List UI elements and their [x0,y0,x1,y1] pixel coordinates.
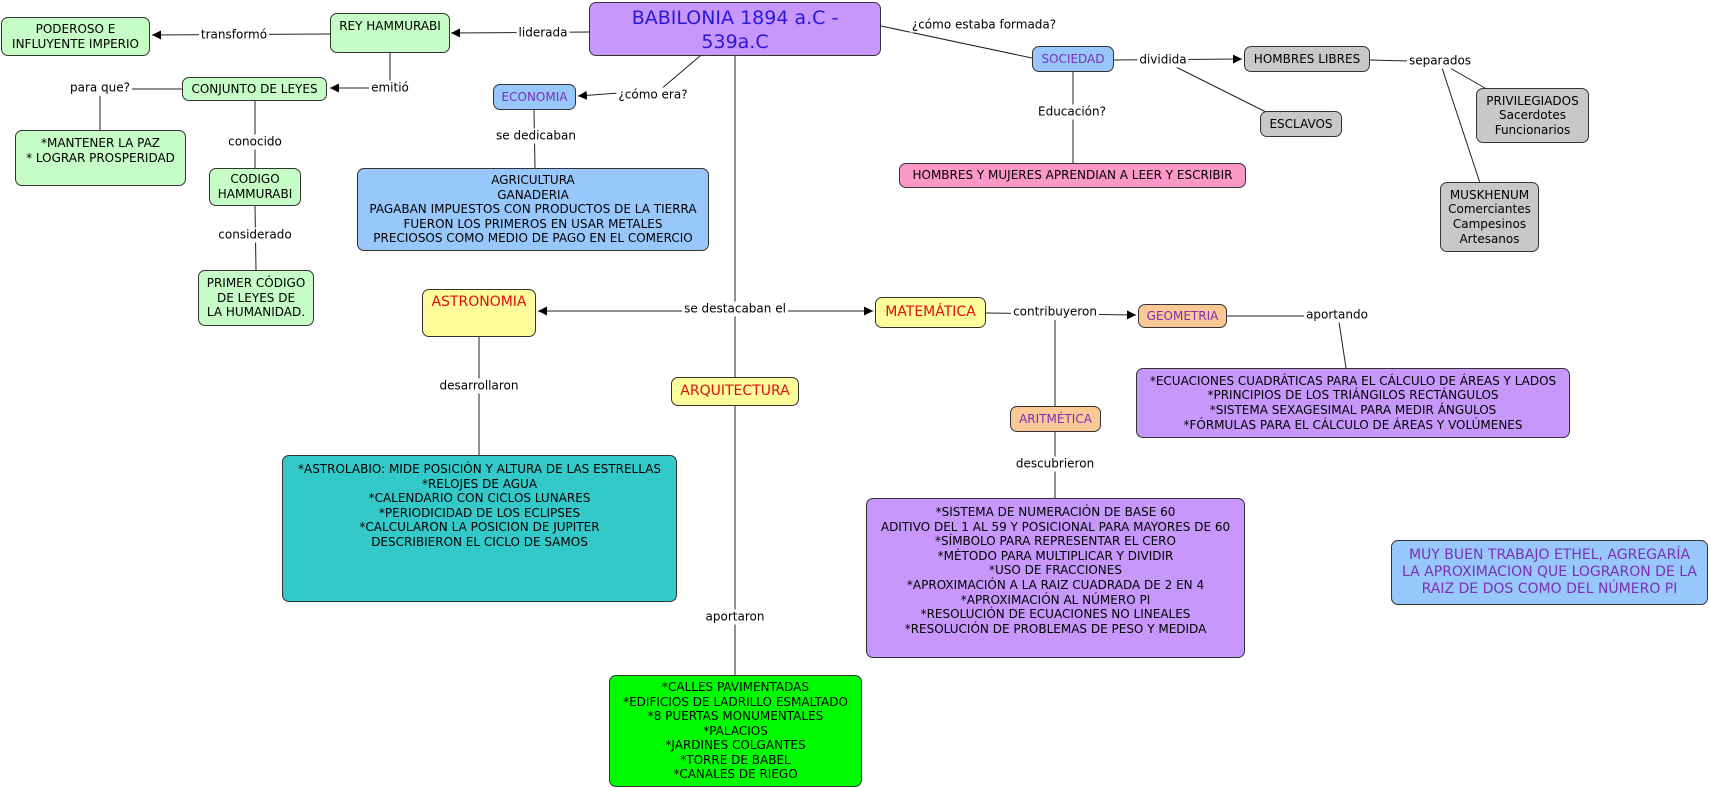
link-label-descubrieron: descubrieron [1013,456,1097,472]
teacher-comment-text: MUY BUEN TRABAJO ETHEL, AGREGARÍA LA APR… [1402,547,1697,597]
link-label-conocido: conocido [226,134,284,150]
link-label-como-formada: ¿cómo estaba formada? [909,17,1059,33]
arquitectura-node[interactable]: ARQUITECTURA [671,377,799,406]
root-title: BABILONIA 1894 a.C - 539a.C [631,7,839,53]
matematica-label: MATEMÁTICA [885,304,976,321]
astronomia-label: ASTRONOMIA [431,294,527,310]
economia-node[interactable]: ECONOMIA [493,84,576,110]
teacher-comment-node[interactable]: MUY BUEN TRABAJO ETHEL, AGREGARÍA LA APR… [1391,540,1708,605]
economia-label: ECONOMIA [501,89,568,104]
geometria-label: GEOMETRIA [1146,308,1219,323]
esclavos-node[interactable]: ESCLAVOS [1260,111,1342,137]
muskhenum-node[interactable]: MUSKHENUM Comerciantes Campesinos Artesa… [1440,182,1539,252]
conjunto-leyes-node[interactable]: CONJUNTO DE LEYES [182,77,327,101]
aritmetica-label: ARITMÉTICA [1019,411,1092,426]
link-label-dividida: dividida [1137,52,1189,68]
rey-hammurabi-node[interactable]: REY HAMMURABI [330,13,450,53]
mantener-paz-node[interactable]: *MANTENER LA PAZ * LOGRAR PROSPERIDAD [15,130,186,186]
astronomia-node[interactable]: ASTRONOMIA [422,289,536,337]
link-label-aportaron: aportaron [703,609,767,625]
link-label-desarrollaron: desarrollaron [437,378,521,394]
link-label-educacion: Educación? [1035,104,1109,120]
astronomia-list-node[interactable]: *ASTROLABIO: MIDE POSICIÓN Y ALTURA DE L… [282,455,677,602]
link-label-aportando: aportando [1304,307,1370,323]
geometria-list-node[interactable]: *ECUACIONES CUADRÁTICAS PARA EL CÁLCULO … [1136,368,1570,438]
geometria-node[interactable]: GEOMETRIA [1138,304,1227,328]
root-node[interactable]: BABILONIA 1894 a.C - 539a.C [589,2,881,56]
codigo-hammurabi-node[interactable]: CODIGO HAMMURABI [209,168,301,206]
link-label-como-era: ¿cómo era? [616,87,690,103]
link-label-se-dedicaban: se dedicaban [494,128,578,144]
link-label-para-que: para que? [67,80,133,96]
arquitectura-list-node[interactable]: *CALLES PAVIMENTADAS *EDIFICIOS DE LADRI… [609,675,862,787]
hombres-libres-node[interactable]: HOMBRES LIBRES [1244,46,1370,72]
educacion-node[interactable]: HOMBRES Y MUJERES APRENDIAN A LEER Y ESC… [899,163,1246,188]
primer-codigo-node[interactable]: PRIMER CÓDIGO DE LEYES DE LA HUMANIDAD. [198,270,314,326]
agricultura-node[interactable]: AGRICULTURA GANADERIA PAGABAN IMPUESTOS … [357,168,709,251]
link-label-transformo: transformó [198,27,270,43]
arquitectura-label: ARQUITECTURA [680,383,790,400]
link-label-considerado: considerado [216,227,294,243]
aritmetica-node[interactable]: ARITMÉTICA [1010,406,1101,432]
link-label-se-destacaban: se destacaban el [682,301,788,317]
link-label-separados: separados [1406,53,1474,69]
sociedad-node[interactable]: SOCIEDAD [1032,46,1114,72]
link-label-contribuyeron: contribuyeron [1011,304,1099,320]
matematica-node[interactable]: MATEMÁTICA [875,297,986,328]
link-label-emitio: emitió [369,80,411,96]
link-label-liderada: liderada [516,25,570,41]
sociedad-label: SOCIEDAD [1041,51,1105,66]
aritmetica-list-node[interactable]: *SISTEMA DE NUMERACIÓN DE BASE 60 ADITIV… [866,498,1245,658]
privilegiados-node[interactable]: PRIVILEGIADOS Sacerdotes Funcionarios [1476,88,1589,143]
imperio-node[interactable]: PODEROSO E INFLUYENTE IMPERIO [1,17,150,56]
